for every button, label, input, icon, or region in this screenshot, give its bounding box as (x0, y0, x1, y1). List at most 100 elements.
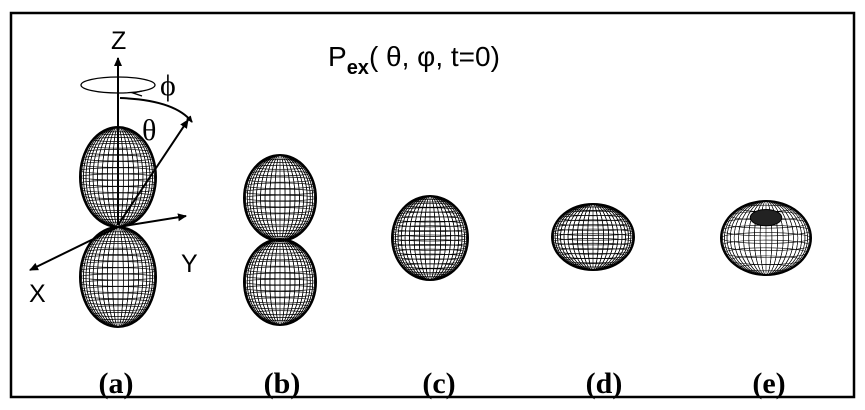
lobe-a-lower-meridian (81, 227, 155, 327)
torus-e-meridian (733, 201, 799, 275)
oblate-d (551, 203, 635, 271)
phi-rotation-ellipse (80, 76, 156, 94)
lobe-a-upper-meridian (112, 127, 124, 227)
lobe-b-lower-meridian (264, 239, 296, 325)
figure-frame (9, 11, 856, 399)
lobe-b-lower-meridian (260, 239, 300, 325)
lobe-b-upper-meridian (260, 155, 300, 241)
torus-e-outline (720, 200, 812, 276)
torus-e-hole (749, 209, 783, 227)
sphere-c-meridian (397, 196, 463, 280)
lobe-b-upper-meridian (245, 155, 315, 241)
sphere-c-outline (391, 195, 469, 281)
torus-e-meridian (759, 201, 773, 275)
sphere-c-meridian (424, 196, 436, 280)
torus-e-meridian (726, 201, 806, 275)
lobe-a-upper-meridian (81, 127, 155, 227)
torus-e-meridian (748, 201, 784, 275)
panel-label-a: (a) (99, 367, 134, 400)
panel-label-e: (e) (752, 367, 785, 400)
torus-e-meridian (724, 201, 808, 275)
lobe-b-upper-meridian (249, 155, 311, 241)
lobe-b-lower-meridian (246, 239, 314, 325)
lobe-b-upper-latitude (244, 194, 316, 202)
lobe-b-lower (243, 238, 317, 326)
lobe-b-lower-meridian (245, 239, 315, 325)
lobe-b-lower-meridian (249, 239, 311, 325)
sphere-c-meridian (413, 196, 447, 280)
panel-label-c: (c) (422, 367, 455, 400)
lobe-b-upper-meridian (246, 155, 314, 241)
oblate-d-meridian (576, 204, 610, 270)
lobe-a-upper-meridian (92, 127, 144, 227)
sphere-c-meridian (393, 196, 467, 280)
sphere-c-meridian (400, 196, 460, 280)
sphere-c-latitude (392, 234, 468, 242)
oblate-d-meridian (567, 204, 619, 270)
phi-rotation-arrow (130, 90, 143, 97)
phi-symbol: ϕ (160, 69, 176, 102)
torus-e (720, 200, 812, 276)
y-axis-label: Y (181, 250, 198, 278)
torus-e-latitude (721, 232, 811, 244)
lobe-a-upper-meridian (101, 127, 135, 227)
oblate-d-meridian (587, 204, 599, 270)
coordinate-axes (29, 57, 193, 271)
oblate-d-outline (551, 203, 635, 271)
lobe-b-upper-meridian (264, 155, 296, 241)
lobe-a-lower-meridian (83, 227, 153, 327)
theta-symbol: θ (142, 114, 156, 147)
lobe-b-upper-meridian (274, 155, 286, 241)
lobe-a-lower-meridian (101, 227, 135, 327)
lobe-a-upper-meridian (106, 127, 130, 227)
wireframe-shapes (79, 126, 812, 328)
direction-vector (117, 119, 189, 226)
lobe-b-lower-meridian (256, 239, 304, 325)
lobe-a-upper-meridian (88, 127, 148, 227)
panel-label-d: (d) (586, 367, 623, 400)
torus-e-meridian (738, 201, 794, 275)
oblate-d-meridian (553, 204, 633, 270)
lobe-a-lower-meridian (92, 227, 144, 327)
panel-label-b: (b) (264, 367, 301, 400)
lobe-b-lower-latitude (244, 278, 316, 286)
lobe-b-upper-mesh (244, 155, 316, 241)
lobe-b-upper-meridian (252, 155, 308, 241)
figure-title: Pex( θ, φ, t=0) (328, 41, 500, 79)
sphere-c-meridian (395, 196, 465, 280)
oblate-d-meridian (563, 204, 623, 270)
torus-e-meridian (729, 201, 803, 275)
oblate-d-meridian (560, 204, 626, 270)
z-axis-label: Z (111, 27, 126, 55)
lobe-b-upper-meridian (269, 155, 291, 241)
lobe-b-lower-outline (243, 238, 317, 326)
torus-e-meridian (722, 201, 810, 275)
lobe-b-lower-meridian (252, 239, 308, 325)
lobe-a-lower-meridian (106, 227, 130, 327)
sphere-c-meridian (409, 196, 451, 280)
lobe-a-lower-meridian (112, 227, 124, 327)
oblate-d-latitude (552, 233, 634, 241)
lobe-a-lower-meridian (85, 227, 151, 327)
torus-e-meridian (754, 201, 778, 275)
lobe-b-upper-outline (243, 154, 317, 242)
oblate-d-meridian (572, 204, 614, 270)
sphere-c-meridian (418, 196, 442, 280)
lobe-a-upper-meridian (97, 127, 139, 227)
torus-e-meridian (743, 201, 789, 275)
lobe-a-upper-meridian (83, 127, 153, 227)
sphere-c-meridian (404, 196, 456, 280)
sphere-c (391, 195, 469, 281)
oblate-d-meridian (582, 204, 604, 270)
y-axis (117, 213, 187, 228)
x-axis (29, 226, 119, 271)
lobe-b-upper (243, 154, 317, 242)
oblate-d-meridian (554, 204, 632, 270)
theta-arc (119, 97, 193, 123)
lobe-a-lower-meridian (88, 227, 148, 327)
lobe-b-lower-meridian (274, 239, 286, 325)
lobe-b-lower-meridian (269, 239, 291, 325)
lobe-a-lower-meridian (97, 227, 139, 327)
